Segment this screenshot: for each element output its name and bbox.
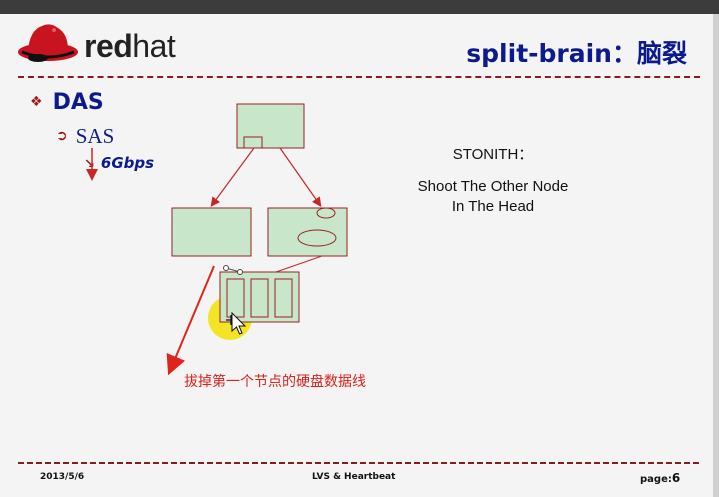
header-rule [18, 76, 700, 78]
footer-page: page:6 [640, 471, 681, 485]
diamond-bullet-icon: ❖ [30, 94, 43, 110]
right-node-large-disk [297, 229, 337, 247]
footer-title: LVS & Heartbeat [312, 472, 396, 482]
connector-handle-start[interactable] [223, 265, 229, 271]
connector-handle-end[interactable] [237, 269, 243, 275]
stonith-line-1: Shoot The Other Node [417, 178, 569, 195]
slide-edge [713, 14, 719, 497]
window-title-bar [0, 0, 719, 14]
bullet-6gbps: ↘6Gbps [84, 154, 155, 172]
slide-title: split-brain：脑裂 [466, 39, 687, 68]
annotation-text: 拔掉第一个节点的硬盘数据线 [184, 374, 366, 390]
stonith-line-2: In The Head [451, 198, 535, 215]
redhat-logo-icon [18, 24, 78, 62]
arrow-to-left-node [210, 147, 255, 207]
right-node-storage-link [275, 255, 323, 273]
left-node-box [171, 207, 252, 257]
bullet-das: ❖DAS [30, 90, 104, 115]
top-node-port [243, 136, 263, 149]
annotation-arrow [166, 265, 215, 376]
slide [0, 14, 713, 497]
brand-name: redhat [84, 28, 176, 64]
right-node-small-disk [316, 207, 336, 219]
curved-arrow-bullet-icon: ↘ [84, 157, 95, 172]
bullet-sas: ➲SAS [56, 124, 115, 148]
footer-date: 2013/5/6 [40, 472, 85, 482]
stonith-note: STONITH： Shoot The Other Node In The Hea… [400, 145, 586, 217]
stonith-heading: STONITH： [452, 146, 534, 163]
arrow-to-right-node [279, 147, 322, 207]
storage-disk-3 [274, 278, 293, 318]
storage-disk-1 [226, 278, 245, 318]
move-cursor-icon [226, 311, 247, 335]
arrow-bullet-icon: ➲ [56, 129, 68, 144]
storage-disk-2 [250, 278, 269, 318]
